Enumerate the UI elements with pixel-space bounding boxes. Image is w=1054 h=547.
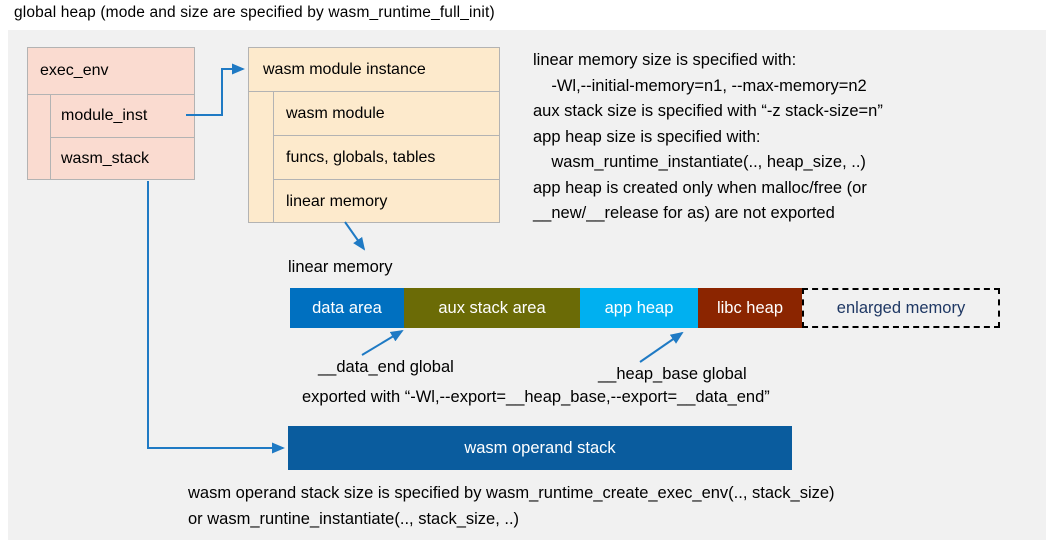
page-title: global heap (mode and size are specified… [14, 4, 495, 21]
wasm-module-label: wasm module [286, 104, 385, 122]
wasm-module-instance-gutter [249, 92, 274, 223]
field-funcs-globals-tables: funcs, globals, tables [274, 136, 499, 180]
annotation-export-note: exported with “-Wl,--export=__heap_base,… [302, 388, 770, 406]
exec-env-gutter [28, 95, 51, 180]
memory-segment-libc-heap-label: libc heap [716, 298, 784, 317]
linear-memory-caption: linear memory [288, 258, 393, 276]
wasm-operand-stack-label: wasm operand stack [464, 438, 616, 457]
memory-segment-enlarged-memory-label: enlarged memory [836, 298, 966, 317]
wasm-operand-stack-box: wasm operand stack [288, 426, 792, 470]
exec-env-field-wasm-stack: wasm_stack [51, 138, 194, 180]
memory-segment-enlarged-memory: enlarged memory [802, 288, 1000, 328]
exec-env-field-module-inst: module_inst [51, 95, 194, 138]
memory-segment-app-heap-label: app heap [604, 298, 674, 317]
wasm-stack-label: wasm_stack [61, 150, 150, 167]
wasm-module-instance-header-label: wasm module instance [263, 60, 426, 78]
exec-env-header: exec_env [28, 48, 194, 95]
annotation-heap-base-global: __heap_base global [598, 365, 747, 383]
memory-segment-aux-stack-area-label: aux stack area [438, 298, 546, 317]
wasm-module-instance-header: wasm module instance [249, 48, 499, 92]
memory-segment-data-area: data area [290, 288, 404, 328]
linear-memory-field-label: linear memory [286, 192, 388, 210]
runtime-configuration-notes: linear memory size is specified with: -W… [533, 51, 883, 222]
exec-env-header-label: exec_env [40, 62, 109, 79]
memory-segment-data-area-label: data area [312, 298, 382, 317]
wasm-module-instance-box: wasm module instance wasm module funcs, … [248, 47, 500, 223]
funcs-globals-tables-label: funcs, globals, tables [286, 148, 436, 166]
wasm-module-instance-field-list: wasm module funcs, globals, tables linea… [249, 92, 499, 223]
memory-segment-aux-stack-area: aux stack area [404, 288, 580, 328]
module-inst-label: module_inst [61, 107, 148, 124]
operand-stack-note: wasm operand stack size is specified by … [188, 484, 835, 528]
linear-memory-bar: data area aux stack area app heap libc h… [290, 288, 1000, 328]
exec-env-field-list: module_inst wasm_stack [28, 95, 194, 180]
memory-segment-app-heap: app heap [580, 288, 698, 328]
field-wasm-module: wasm module [274, 92, 499, 136]
annotation-data-end-global: __data_end global [318, 358, 454, 376]
exec-env-box: exec_env module_inst wasm_stack [27, 47, 195, 180]
field-linear-memory: linear memory [274, 180, 499, 223]
memory-segment-libc-heap: libc heap [698, 288, 802, 328]
